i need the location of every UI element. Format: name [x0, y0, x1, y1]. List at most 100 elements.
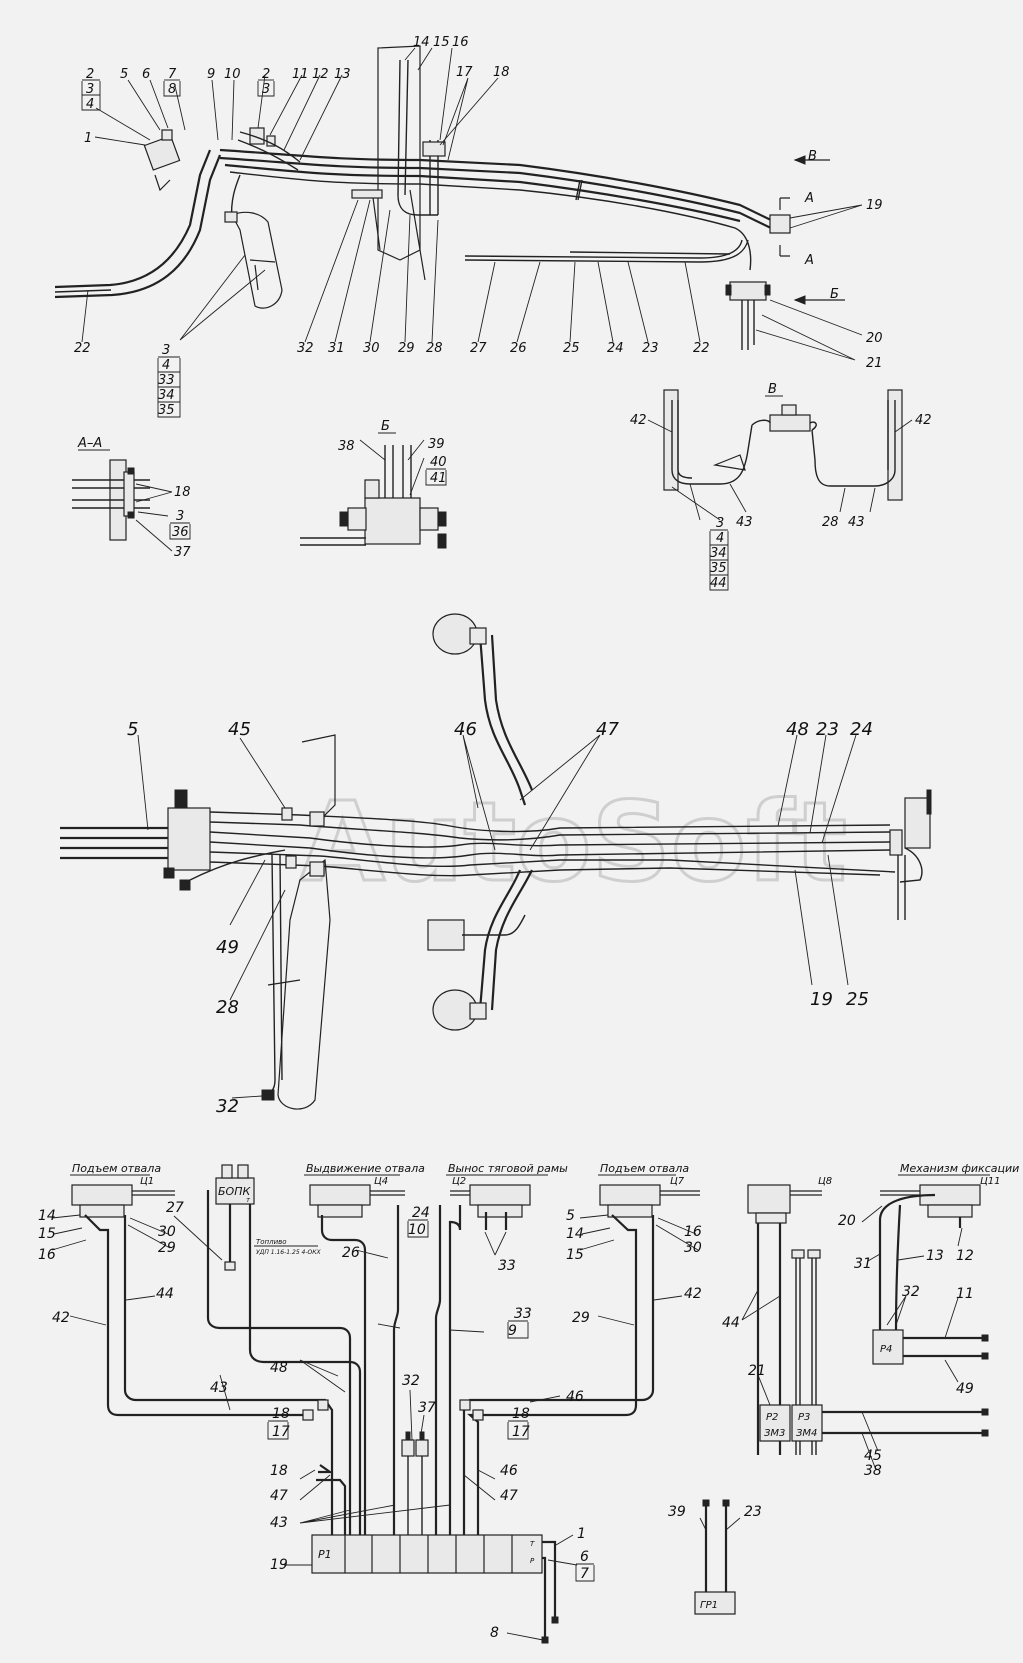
svg-text:34: 34	[158, 388, 175, 403]
svg-text:ЗМ3: ЗМ3	[764, 1428, 785, 1439]
svg-text:42: 42	[52, 1310, 70, 1326]
svg-text:37: 37	[174, 545, 191, 560]
svg-text:Топливо: Топливо	[256, 1238, 287, 1246]
svg-text:24: 24	[607, 341, 624, 356]
svg-text:20: 20	[838, 1213, 856, 1229]
svg-text:4: 4	[716, 531, 724, 546]
middle-plan-view: 5 45 46 47 48 23 24 49 28 32 19 25	[60, 613, 932, 1117]
svg-text:44: 44	[156, 1286, 174, 1302]
svg-text:35: 35	[158, 403, 175, 418]
cylinder-c11: Ц11	[880, 1176, 1001, 1218]
svg-text:14: 14	[38, 1208, 56, 1224]
svg-text:41: 41	[430, 471, 447, 486]
svg-text:44: 44	[722, 1315, 740, 1331]
svg-text:36: 36	[172, 525, 189, 540]
svg-text:23: 23	[816, 719, 839, 740]
svg-text:15: 15	[566, 1247, 584, 1263]
svg-text:39: 39	[668, 1504, 686, 1520]
callout-2-3-4: 2 3 4	[81, 67, 101, 112]
svg-text:3: 3	[162, 343, 170, 358]
cylinder-c4: Ц4	[309, 1176, 405, 1218]
bopk-unit: БОПК т Топливо УДП 1.16-1.25 4-ОКХ	[215, 1164, 362, 1535]
svg-text:1: 1	[84, 131, 92, 146]
svg-text:Р4: Р4	[880, 1344, 892, 1355]
svg-text:Р3: Р3	[798, 1412, 810, 1423]
svg-text:15: 15	[38, 1226, 56, 1242]
svg-text:29: 29	[158, 1240, 176, 1256]
svg-text:17: 17	[512, 1424, 530, 1440]
svg-text:Механизм фиксации: Механизм фиксации	[900, 1162, 1019, 1175]
svg-text:5: 5	[566, 1208, 575, 1224]
svg-text:4: 4	[86, 97, 94, 112]
svg-text:Т: Т	[530, 1540, 535, 1548]
svg-text:Ц11: Ц11	[980, 1176, 1001, 1187]
svg-text:45: 45	[864, 1448, 882, 1464]
svg-text:47: 47	[596, 719, 619, 740]
svg-text:38: 38	[864, 1463, 882, 1479]
svg-text:19: 19	[270, 1557, 288, 1573]
svg-text:33: 33	[514, 1306, 532, 1322]
svg-text:Р: Р	[530, 1557, 535, 1565]
svg-text:43: 43	[210, 1380, 228, 1396]
svg-text:46: 46	[454, 719, 477, 740]
callout-2-3: 2 3	[257, 67, 275, 97]
top-assembly-view: 2 3 4 7 8 2 3 3 4 33 34 35	[54, 35, 883, 418]
svg-text:14: 14	[413, 35, 430, 50]
svg-text:12: 12	[956, 1248, 974, 1264]
svg-text:28: 28	[426, 341, 443, 356]
svg-text:Ц2: Ц2	[452, 1176, 466, 1187]
svg-text:31: 31	[328, 341, 345, 356]
svg-text:33: 33	[498, 1258, 516, 1274]
valve-p2-p3: Р2 ЗМ3 Р3 ЗМ4	[759, 1404, 989, 1442]
svg-text:19: 19	[810, 989, 833, 1010]
svg-text:26: 26	[510, 341, 527, 356]
svg-text:32: 32	[402, 1373, 420, 1389]
svg-text:15: 15	[433, 35, 450, 50]
svg-text:3: 3	[176, 509, 184, 524]
svg-text:27: 27	[166, 1200, 184, 1216]
valve-p4: Р4	[872, 1329, 989, 1365]
svg-text:43: 43	[848, 515, 865, 530]
svg-text:16: 16	[684, 1224, 702, 1240]
svg-text:6: 6	[580, 1549, 589, 1565]
svg-text:5: 5	[127, 719, 138, 740]
svg-text:Подъем отвала: Подъем отвала	[72, 1162, 161, 1175]
svg-text:23: 23	[642, 341, 659, 356]
svg-text:Ц4: Ц4	[374, 1176, 388, 1187]
cylinder-c2: Ц2	[450, 1176, 531, 1218]
svg-text:8: 8	[490, 1625, 499, 1641]
svg-text:44: 44	[710, 576, 727, 591]
svg-text:21: 21	[866, 356, 883, 371]
schematic-titles: Подъем отвала Выдвижение отвала Вынос тя…	[70, 1162, 1019, 1176]
svg-text:12: 12	[312, 67, 329, 82]
svg-text:35: 35	[710, 561, 727, 576]
svg-text:18: 18	[174, 485, 191, 500]
svg-text:26: 26	[342, 1245, 360, 1261]
valve-gr1: ГР1	[694, 1499, 736, 1615]
svg-text:16: 16	[38, 1247, 56, 1263]
svg-text:8: 8	[168, 82, 176, 97]
svg-text:18: 18	[270, 1463, 288, 1479]
svg-text:31: 31	[854, 1256, 872, 1272]
svg-text:2: 2	[86, 67, 94, 82]
svg-text:42: 42	[630, 413, 647, 428]
top-callout-numbers: 1 5 6 9 10 11 12 13 14 15 16 17 18 19 20…	[74, 35, 883, 371]
callout-stack-3-44: 3 4 34 35 44	[709, 516, 729, 591]
svg-text:23: 23	[744, 1504, 762, 1520]
svg-text:32: 32	[902, 1284, 920, 1300]
svg-text:18: 18	[512, 1406, 530, 1422]
svg-text:47: 47	[500, 1488, 518, 1504]
svg-text:45: 45	[228, 719, 251, 740]
svg-text:29: 29	[572, 1310, 590, 1326]
section-aa-title: А–А	[77, 436, 102, 451]
svg-text:4: 4	[162, 358, 170, 373]
svg-text:39: 39	[428, 437, 445, 452]
arrow-v-label: В	[808, 149, 817, 164]
callout-7-8: 7 8	[163, 67, 181, 97]
middle-callout-numbers: 5 45 46 47 48 23 24 49 28 32 19 25	[127, 719, 873, 1117]
svg-text:46: 46	[566, 1389, 584, 1405]
svg-text:10: 10	[224, 67, 241, 82]
svg-text:2: 2	[262, 67, 270, 82]
svg-text:27: 27	[470, 341, 487, 356]
